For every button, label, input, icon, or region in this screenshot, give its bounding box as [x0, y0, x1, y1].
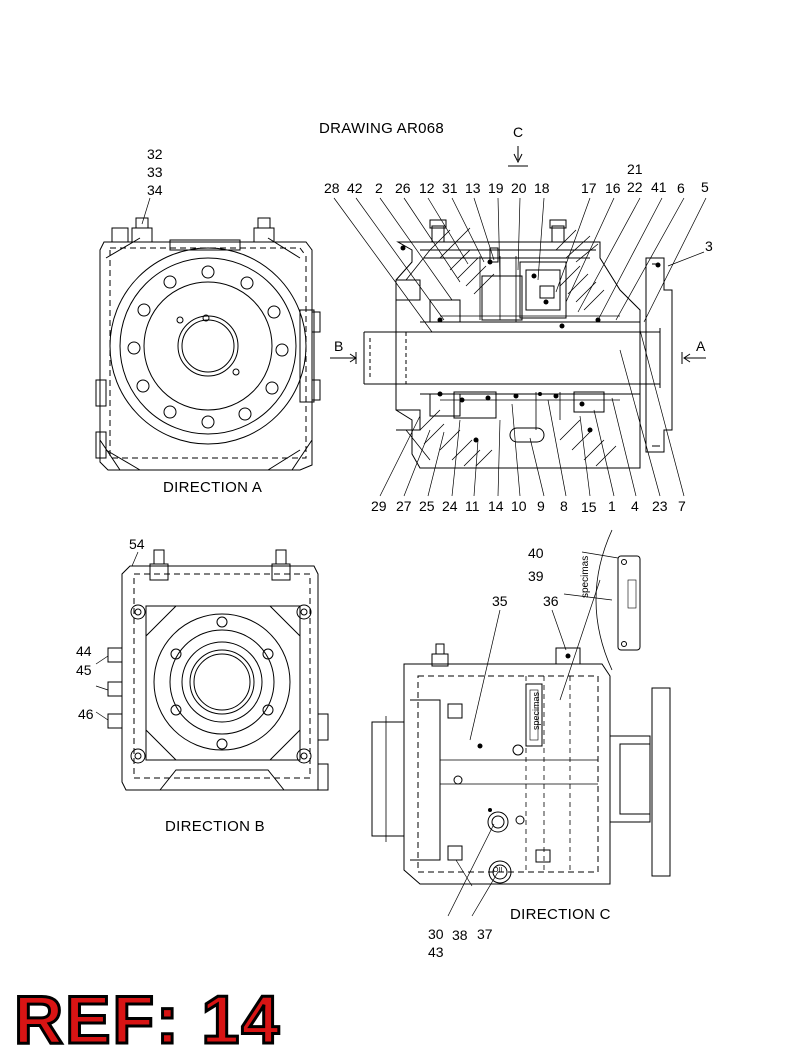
- part-label-29: 29: [371, 498, 387, 514]
- part-label-25: 25: [419, 498, 435, 514]
- part-label-32: 32: [147, 146, 163, 162]
- section-view: [330, 146, 707, 497]
- part-label-7: 7: [678, 498, 686, 514]
- part-label-6: 6: [677, 180, 685, 196]
- part-label-28: 28: [324, 180, 340, 196]
- part-label-5: 5: [701, 179, 709, 195]
- nameplate-text: specimas: [580, 555, 591, 598]
- part-label-15: 15: [581, 499, 597, 515]
- part-label-4: 4: [631, 498, 639, 514]
- part-label-24: 24: [442, 498, 458, 514]
- part-label-17: 17: [581, 180, 597, 196]
- part-label-20: 20: [511, 180, 527, 196]
- part-label-11: 11: [465, 498, 480, 514]
- oil-plug-text: OIL: [493, 867, 505, 874]
- caption-direction-b: DIRECTION B: [165, 818, 265, 835]
- part-label-38: 38: [452, 927, 468, 943]
- part-label-1: 1: [608, 498, 616, 514]
- part-label-27: 27: [396, 498, 412, 514]
- part-label-13: 13: [465, 180, 481, 196]
- part-label-16: 16: [605, 180, 621, 196]
- part-label-19: 19: [488, 180, 504, 196]
- reference-number: REF: 14: [12, 982, 282, 1058]
- caption-direction-a: DIRECTION A: [163, 479, 263, 496]
- part-label-26: 26: [395, 180, 411, 196]
- part-label-43: 43: [428, 944, 444, 960]
- caption-direction-c: DIRECTION C: [510, 906, 611, 923]
- section-marker-c: C: [513, 124, 524, 140]
- direction-b-view: [107, 549, 329, 791]
- part-label-30: 30: [428, 926, 444, 942]
- direction-a-view: [95, 217, 321, 471]
- part-label-42: 42: [347, 180, 363, 196]
- part-label-22: 22: [627, 179, 643, 195]
- part-label-41: 41: [651, 179, 667, 195]
- part-label-33: 33: [147, 164, 163, 180]
- part-label-31: 31: [442, 180, 458, 196]
- part-label-9: 9: [537, 498, 545, 514]
- part-label-34: 34: [147, 182, 163, 198]
- part-label-40: 40: [528, 545, 544, 561]
- direction-b-bolts: [130, 604, 312, 764]
- part-label-14: 14: [488, 498, 504, 514]
- part-label-44: 44: [76, 643, 92, 659]
- part-label-45: 45: [76, 662, 92, 678]
- part-label-8: 8: [560, 498, 568, 514]
- drawing-title: DRAWING AR068: [319, 120, 445, 137]
- part-label-21: 21: [627, 161, 643, 177]
- part-label-36: 36: [543, 593, 559, 609]
- part-label-23: 23: [652, 498, 668, 514]
- part-label-10: 10: [511, 498, 527, 514]
- section-marker-a: A: [696, 338, 706, 354]
- part-label-37: 37: [477, 926, 493, 942]
- part-label-35: 35: [492, 593, 508, 609]
- part-label-54: 54: [129, 536, 145, 552]
- part-label-12: 12: [419, 180, 435, 196]
- section-marker-b: B: [334, 338, 344, 354]
- part-label-18: 18: [534, 180, 550, 196]
- direction-a-bolt-circle: [127, 265, 289, 429]
- direction-c-view: [371, 529, 671, 917]
- part-label-39: 39: [528, 568, 544, 584]
- part-label-2: 2: [375, 180, 383, 196]
- part-label-46: 46: [78, 706, 94, 722]
- nameplate-text-c: specimas: [531, 691, 541, 730]
- part-label-3: 3: [705, 238, 713, 254]
